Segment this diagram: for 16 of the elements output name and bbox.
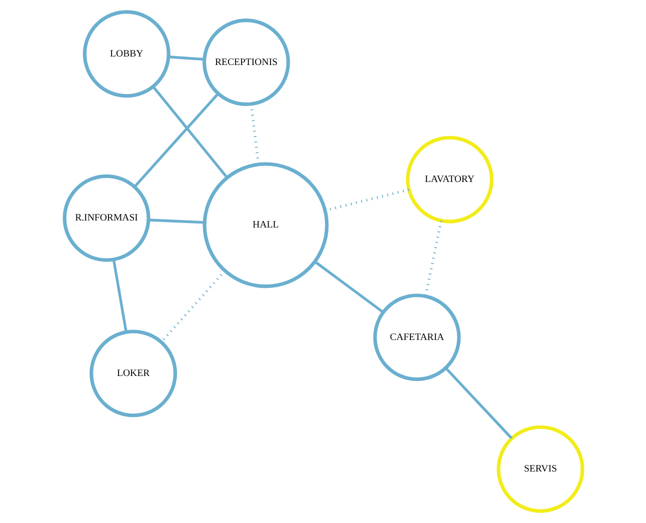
connector xyxy=(168,56,204,61)
node-circle: SERVIS xyxy=(496,425,584,513)
connector xyxy=(152,86,228,178)
connector xyxy=(112,260,127,332)
connector xyxy=(424,220,442,296)
connector xyxy=(444,367,512,440)
node-circle: RECEPTIONIS xyxy=(202,18,290,106)
connector xyxy=(133,92,218,188)
node-circle: LOBBY xyxy=(82,10,170,98)
connector xyxy=(148,218,204,224)
node-circle: CAFETARIA xyxy=(372,294,460,382)
node-circle: R.INFORMASI xyxy=(62,174,150,262)
connector xyxy=(314,260,384,314)
node-circle: LAVATORY xyxy=(405,136,493,224)
node-circle: HALL xyxy=(202,162,328,288)
node-circle: LOKER xyxy=(89,330,177,418)
